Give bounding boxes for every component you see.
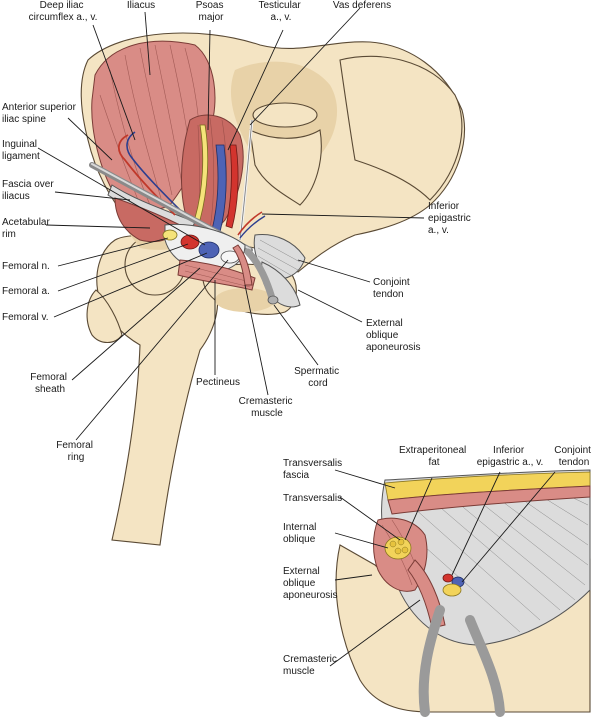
conjoint-tendon-lines <box>257 239 301 277</box>
psoas-major-muscle <box>181 114 244 232</box>
inferior-epigastric-vein <box>239 215 266 239</box>
spermatic-cord-end <box>267 295 279 305</box>
obturator-foramen <box>215 288 275 312</box>
femoral-artery-cross-section <box>180 234 200 250</box>
sacral-promontory <box>252 102 318 128</box>
deep-iliac-circumflex-vein <box>126 131 181 211</box>
inferior-epigastric-artery <box>237 211 263 236</box>
inset-label-extraperitoneal-fat: Extraperitoneal fat <box>399 445 469 468</box>
sacral-body <box>249 129 322 206</box>
label-inferior-epigastric-main: Inferior epigastric a., v. <box>428 201 474 236</box>
label-femoral-vein: Femoral v. <box>2 312 49 323</box>
vas-deferens-outline <box>239 119 253 241</box>
label-deep-iliac-circumflex: Deep iliac circumflex a., v. <box>29 0 98 23</box>
label-inguinal-ligament: Inguinal ligament <box>2 139 40 162</box>
label-iliacus: Iliacus <box>127 0 155 11</box>
label-cremasteric-muscle: Cremasteric muscle <box>239 396 296 419</box>
inset-label-transversalis-fascia: Transversalis fascia <box>283 458 345 481</box>
pectineus-muscle <box>177 259 256 291</box>
inset-illustration: Transversalis fascia Extraperitoneal fat… <box>283 445 593 717</box>
label-conjoint-tendon: Conjoint tendon <box>373 277 412 300</box>
greater-trochanter <box>86 289 123 344</box>
label-psoas-major: Psoas major <box>196 0 227 23</box>
main-illustration: Deep iliac circumflex a., v. Iliacus Pso… <box>2 0 474 546</box>
right-iliac-wing <box>339 55 463 201</box>
inset-label-transversalis: Transversalis <box>283 493 342 504</box>
inset-inferior-epigastric-artery <box>442 573 454 583</box>
testicular-artery <box>225 144 239 229</box>
inset-label-external-oblique-aponeurosis: External oblique aponeurosis <box>283 566 337 601</box>
femoral-nerve-cross-section <box>162 229 178 241</box>
inset-label-internal-oblique: Internal oblique <box>283 522 319 545</box>
inset-label-conjoint-tendon: Conjoint tendon <box>554 445 593 468</box>
label-fascia-over-iliacus: Fascia over iliacus <box>2 179 56 202</box>
inset-femoral-tube-left <box>418 605 445 717</box>
femoral-vein-cross-section <box>198 241 220 259</box>
label-anterior-superior-iliac-spine: Anterior superior iliac spine <box>2 102 79 125</box>
pectineus-fibers <box>184 264 251 288</box>
main-leader-lines <box>37 7 425 441</box>
label-acetabular-rim: Acetabular rim <box>2 217 53 240</box>
label-vas-deferens: Vas deferens <box>333 0 391 11</box>
inset-label-cremasteric-muscle: Cremasteric muscle <box>283 654 340 677</box>
inset-label-inferior-epigastric: Inferior epigastric a., v. <box>477 445 544 468</box>
inset-transversalis-layer <box>387 485 591 515</box>
inset-femoral-tube-right <box>465 615 505 717</box>
inset-leader-lines <box>329 469 556 667</box>
inset-fat-lobules <box>389 538 409 555</box>
label-testicular: Testicular a., v. <box>258 0 303 23</box>
label-pectineus: Pectineus <box>196 377 240 388</box>
label-femoral-sheath: Femoral sheath <box>30 372 69 395</box>
inset-epigastric-fat <box>442 583 462 597</box>
label-femoral-artery: Femoral a. <box>2 286 50 297</box>
label-femoral-ring: Femoral ring <box>56 440 95 463</box>
spermatic-cord <box>244 248 276 302</box>
label-external-oblique-aponeurosis: External oblique aponeurosis <box>366 318 420 353</box>
label-femoral-nerve: Femoral n. <box>2 261 50 272</box>
label-spermatic-cord: Spermatic cord <box>294 366 342 389</box>
